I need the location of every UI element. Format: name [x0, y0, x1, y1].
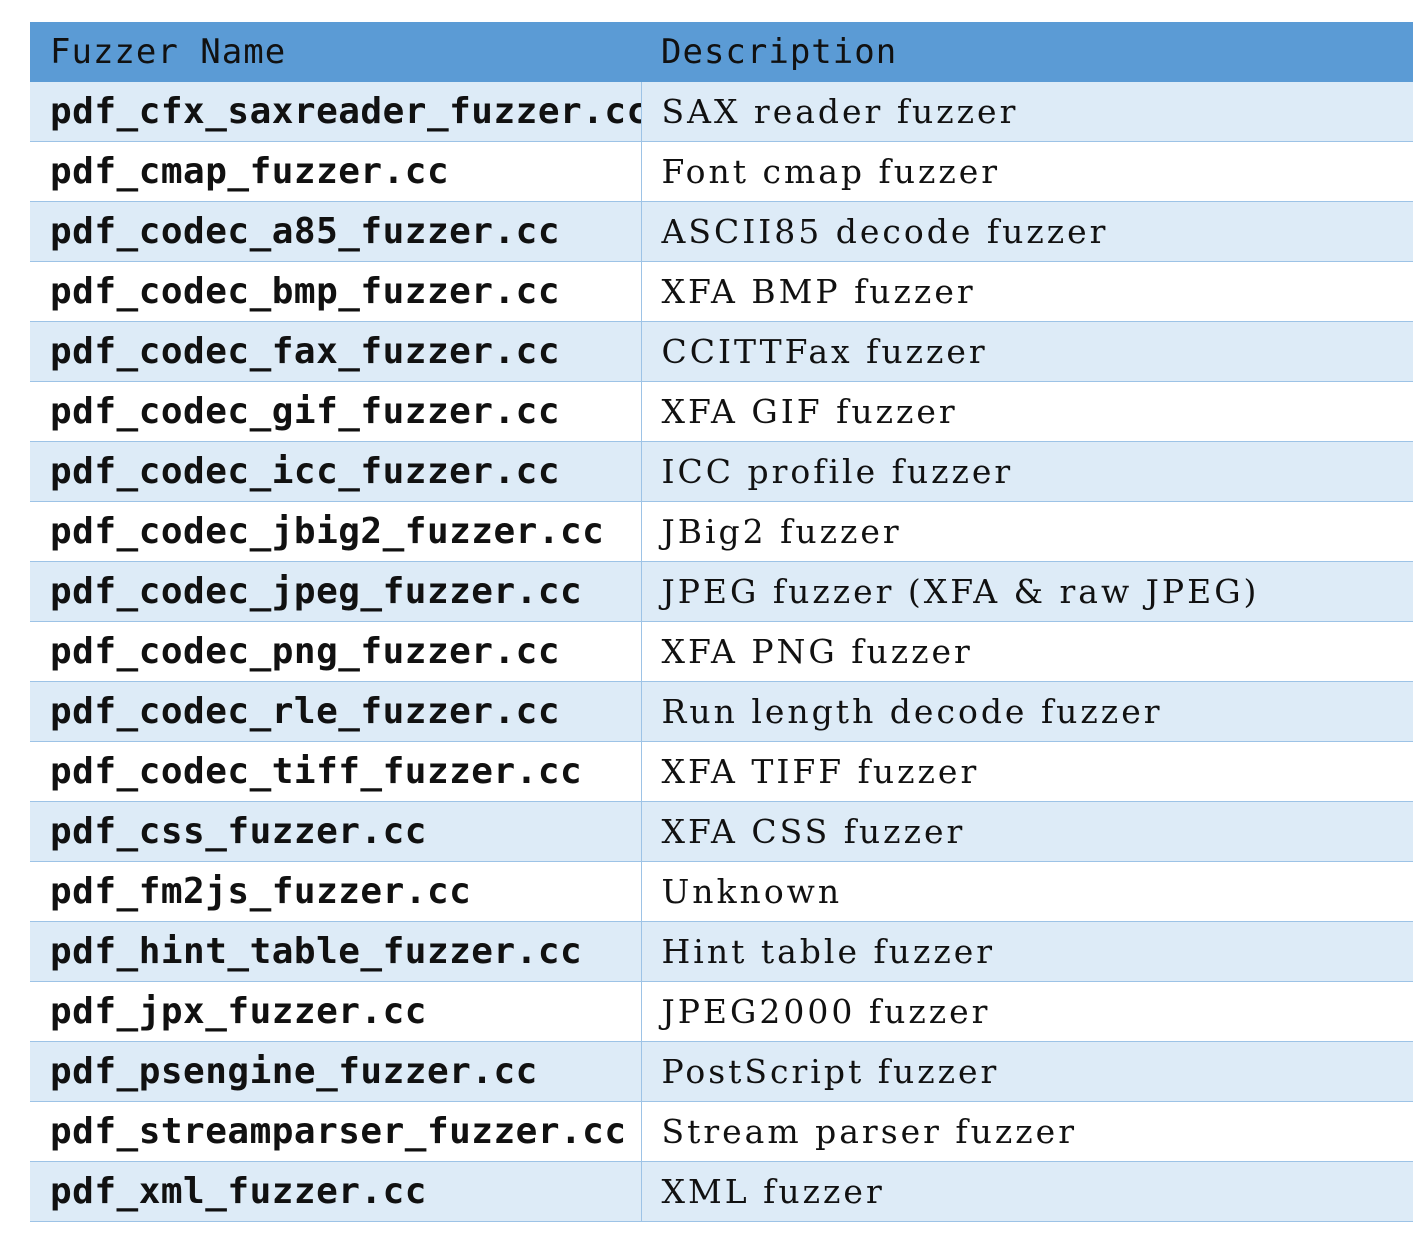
fuzzer-name-cell: pdf_jpx_fuzzer.cc	[30, 981, 642, 1042]
table-row: pdf_css_fuzzer.cc XFA CSS fuzzer	[30, 801, 1413, 862]
fuzzer-name-cell: pdf_cfx_saxreader_fuzzer.cc	[30, 82, 642, 142]
table-row: pdf_psengine_fuzzer.cc PostScript fuzzer	[30, 1041, 1413, 1102]
table-row: pdf_codec_jbig2_fuzzer.cc JBig2 fuzzer	[30, 501, 1413, 562]
description-cell: ICC profile fuzzer	[641, 441, 1413, 502]
table-row: pdf_cfx_saxreader_fuzzer.cc SAX reader f…	[30, 82, 1413, 142]
fuzzer-name-cell: pdf_codec_gif_fuzzer.cc	[30, 381, 642, 442]
header-row: Fuzzer Name Description	[30, 22, 1413, 82]
table-row: pdf_codec_gif_fuzzer.cc XFA GIF fuzzer	[30, 381, 1413, 442]
description-cell: XML fuzzer	[641, 1161, 1413, 1222]
table-body: pdf_cfx_saxreader_fuzzer.cc SAX reader f…	[30, 82, 1413, 1222]
description-cell: CCITTFax fuzzer	[641, 321, 1413, 382]
fuzzer-name-cell: pdf_codec_jbig2_fuzzer.cc	[30, 501, 642, 562]
fuzzer-name-cell: pdf_codec_rle_fuzzer.cc	[30, 681, 642, 742]
description-cell: Hint table fuzzer	[641, 921, 1413, 982]
table-row: pdf_codec_jpeg_fuzzer.cc JPEG fuzzer (XF…	[30, 561, 1413, 622]
description-cell: JBig2 fuzzer	[641, 501, 1413, 562]
fuzzer-name-cell: pdf_css_fuzzer.cc	[30, 801, 642, 862]
fuzzer-name-cell: pdf_codec_a85_fuzzer.cc	[30, 201, 642, 262]
description-cell: XFA GIF fuzzer	[641, 381, 1413, 442]
table-row: pdf_jpx_fuzzer.cc JPEG2000 fuzzer	[30, 981, 1413, 1042]
header-fuzzer-name: Fuzzer Name	[30, 22, 641, 82]
table-row: pdf_codec_rle_fuzzer.cc Run length decod…	[30, 681, 1413, 742]
description-cell: Run length decode fuzzer	[641, 681, 1413, 742]
fuzzer-name-cell: pdf_codec_fax_fuzzer.cc	[30, 321, 642, 382]
description-cell: ASCII85 decode fuzzer	[641, 201, 1413, 262]
table-row: pdf_codec_bmp_fuzzer.cc XFA BMP fuzzer	[30, 261, 1413, 322]
description-cell: Stream parser fuzzer	[641, 1101, 1413, 1162]
description-cell: XFA TIFF fuzzer	[641, 741, 1413, 802]
description-cell: XFA PNG fuzzer	[641, 621, 1413, 682]
table-row: pdf_xml_fuzzer.cc XML fuzzer	[30, 1161, 1413, 1222]
fuzzer-name-cell: pdf_codec_png_fuzzer.cc	[30, 621, 642, 682]
fuzzer-name-cell: pdf_codec_jpeg_fuzzer.cc	[30, 561, 642, 622]
description-cell: JPEG fuzzer (XFA & raw JPEG)	[641, 561, 1413, 622]
fuzzer-table: Fuzzer Name Description pdf_cfx_saxreade…	[30, 22, 1413, 1222]
table-row: pdf_codec_tiff_fuzzer.cc XFA TIFF fuzzer	[30, 741, 1413, 802]
fuzzer-name-cell: pdf_cmap_fuzzer.cc	[30, 141, 642, 202]
fuzzer-name-cell: pdf_codec_tiff_fuzzer.cc	[30, 741, 642, 802]
description-cell: XFA CSS fuzzer	[641, 801, 1413, 862]
table-row: pdf_hint_table_fuzzer.cc Hint table fuzz…	[30, 921, 1413, 982]
table-row: pdf_codec_icc_fuzzer.cc ICC profile fuzz…	[30, 441, 1413, 502]
table-header: Fuzzer Name Description	[30, 22, 1413, 82]
fuzzer-name-cell: pdf_xml_fuzzer.cc	[30, 1161, 642, 1222]
table-row: pdf_cmap_fuzzer.cc Font cmap fuzzer	[30, 141, 1413, 202]
description-cell: JPEG2000 fuzzer	[641, 981, 1413, 1042]
description-cell: Unknown	[641, 861, 1413, 922]
description-cell: SAX reader fuzzer	[641, 82, 1413, 142]
table-row: pdf_fm2js_fuzzer.cc Unknown	[30, 861, 1413, 922]
description-cell: PostScript fuzzer	[641, 1041, 1413, 1102]
fuzzer-name-cell: pdf_psengine_fuzzer.cc	[30, 1041, 642, 1102]
fuzzer-name-cell: pdf_streamparser_fuzzer.cc	[30, 1101, 642, 1162]
table-row: pdf_codec_a85_fuzzer.cc ASCII85 decode f…	[30, 201, 1413, 262]
header-description: Description	[641, 22, 1413, 82]
fuzzer-name-cell: pdf_codec_icc_fuzzer.cc	[30, 441, 642, 502]
table-row: pdf_codec_png_fuzzer.cc XFA PNG fuzzer	[30, 621, 1413, 682]
fuzzer-name-cell: pdf_fm2js_fuzzer.cc	[30, 861, 642, 922]
fuzzer-name-cell: pdf_codec_bmp_fuzzer.cc	[30, 261, 642, 322]
description-cell: XFA BMP fuzzer	[641, 261, 1413, 322]
description-cell: Font cmap fuzzer	[641, 141, 1413, 202]
table-row: pdf_codec_fax_fuzzer.cc CCITTFax fuzzer	[30, 321, 1413, 382]
table-row: pdf_streamparser_fuzzer.cc Stream parser…	[30, 1101, 1413, 1162]
fuzzer-name-cell: pdf_hint_table_fuzzer.cc	[30, 921, 642, 982]
